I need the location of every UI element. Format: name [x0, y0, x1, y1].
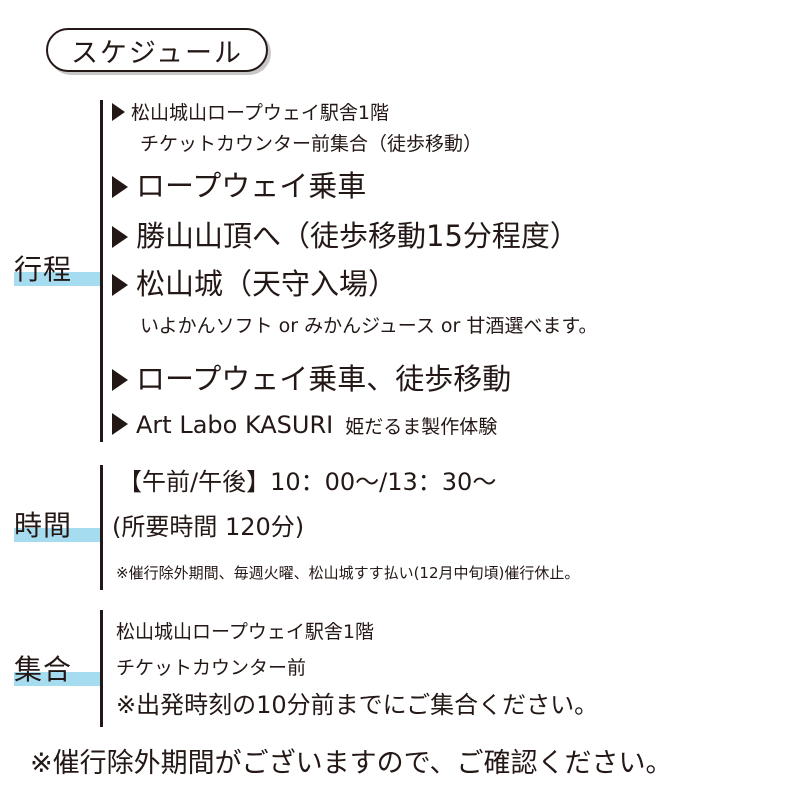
itinerary-item-5: ロープウェイ乗車、徒歩移動 — [112, 365, 511, 394]
triangle-arrow-icon — [112, 274, 128, 296]
triangle-arrow-icon — [112, 103, 125, 121]
meeting-place-line1: 松山城山ロープウェイ駅舎1階 — [116, 621, 374, 643]
time-duration: (所要時間 120分) — [112, 513, 305, 541]
triangle-arrow-icon — [112, 226, 128, 248]
workshop-activity: 姫だるま製作体験 — [345, 416, 498, 438]
itinerary-item-1-line1: 松山城山ロープウェイ駅舎1階 — [112, 103, 389, 123]
meeting-label-highlight — [14, 672, 100, 686]
itinerary-item-4: 松山城（天守入場） — [112, 270, 397, 299]
itinerary-item-1-line2: チケットカウンター前集合（徒歩移動） — [140, 133, 483, 155]
itinerary-item-6: Art Labo KASURI 姫だるま製作体験 — [112, 413, 497, 437]
triangle-arrow-icon — [112, 369, 128, 391]
schedule-badge: スケジュール — [46, 28, 268, 72]
itinerary-item-3: 勝山山頂へ（徒歩移動15分程度） — [112, 222, 579, 251]
triangle-arrow-icon — [112, 176, 128, 198]
meeting-divider — [100, 610, 103, 727]
time-note: ※催行除外期間、毎週火曜、松山城すす払い(12月中旬頃)催行休止。 — [116, 564, 580, 582]
workshop-name: Art Labo KASURI — [136, 411, 334, 439]
meeting-note: ※出発時刻の10分前までにご集合ください。 — [116, 691, 599, 719]
time-label-highlight — [14, 528, 100, 542]
itinerary-label: 行程 — [14, 253, 73, 286]
itinerary-label-highlight — [14, 272, 100, 286]
itinerary-divider — [100, 100, 103, 442]
footer-note: ※催行除外期間がございますので、ご確認ください。 — [30, 748, 673, 779]
itinerary-item-4-sub: いよかんソフト or みかんジュース or 甘酒選べます。 — [140, 315, 598, 337]
time-sessions: 【午前/午後】10：00〜/13：30〜 — [118, 468, 497, 496]
time-divider — [100, 465, 103, 590]
triangle-arrow-icon — [112, 413, 128, 435]
meeting-label: 集合 — [14, 653, 73, 686]
itinerary-item-2: ロープウェイ乗車 — [112, 172, 366, 201]
time-label: 時間 — [14, 509, 73, 542]
meeting-place-line2: チケットカウンター前 — [116, 657, 307, 679]
